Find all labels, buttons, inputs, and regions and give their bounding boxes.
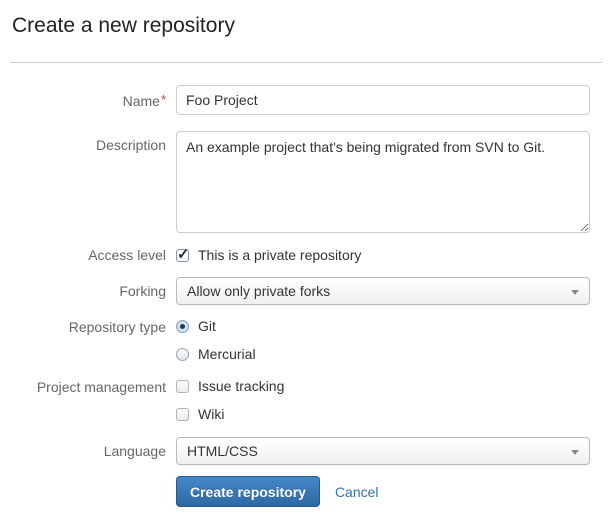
repository-type-row: Repository type Git Mercurial [10, 319, 602, 362]
language-select[interactable]: HTML/CSS [176, 437, 590, 465]
forking-select-value: Allow only private forks [187, 283, 331, 299]
page-title: Create a new repository [12, 14, 235, 37]
private-repository-option: This is a private repository [176, 245, 362, 263]
issue-tracking-label: Issue tracking [198, 378, 285, 394]
git-radio[interactable] [176, 320, 189, 333]
forking-select[interactable]: Allow only private forks [176, 277, 590, 305]
access-level-row: Access level This is a private repositor… [10, 245, 602, 263]
private-repository-label: This is a private repository [198, 246, 362, 263]
wiki-checkbox[interactable] [176, 408, 189, 421]
language-label: Language [103, 443, 166, 459]
divider [10, 62, 602, 63]
create-repository-form: Name* Description An example project tha… [10, 85, 602, 507]
description-row: Description An example project that's be… [10, 131, 602, 233]
git-option: Git [176, 319, 256, 334]
forking-row: Forking Allow only private forks [10, 277, 602, 305]
name-label-text: Name [122, 93, 160, 109]
mercurial-option: Mercurial [176, 347, 256, 362]
language-select-value: HTML/CSS [187, 443, 258, 459]
mercurial-radio[interactable] [176, 348, 189, 361]
repository-type-label: Repository type [68, 319, 166, 335]
issue-tracking-option: Issue tracking [176, 379, 284, 394]
issue-tracking-checkbox[interactable] [176, 380, 189, 393]
actions-row: Create repository Cancel [10, 476, 602, 507]
wiki-option: Wiki [176, 407, 284, 422]
name-row: Name* [10, 85, 602, 116]
project-management-row: Project management Issue tracking Wiki [10, 379, 602, 422]
forking-label: Forking [119, 283, 166, 299]
chevron-down-icon [571, 290, 579, 295]
git-radio-label: Git [198, 318, 216, 334]
repository-type-options: Git Mercurial [176, 319, 256, 362]
chevron-down-icon [571, 450, 579, 455]
actions-spacer [10, 476, 176, 507]
actions: Create repository Cancel [176, 476, 379, 507]
access-level-label: Access level [88, 247, 166, 263]
language-row: Language HTML/CSS [10, 437, 602, 465]
cancel-link[interactable]: Cancel [334, 483, 379, 500]
required-asterisk: * [160, 92, 166, 107]
project-management-label: Project management [36, 379, 166, 395]
private-repository-checkbox[interactable] [176, 245, 190, 263]
name-label: Name* [10, 85, 176, 116]
description-label: Description [95, 137, 166, 153]
create-repository-button[interactable]: Create repository [176, 476, 320, 507]
name-input[interactable] [176, 85, 590, 115]
description-textarea[interactable]: An example project that's being migrated… [176, 131, 590, 233]
mercurial-radio-label: Mercurial [198, 346, 256, 362]
wiki-label: Wiki [198, 406, 225, 422]
project-management-options: Issue tracking Wiki [176, 379, 284, 422]
